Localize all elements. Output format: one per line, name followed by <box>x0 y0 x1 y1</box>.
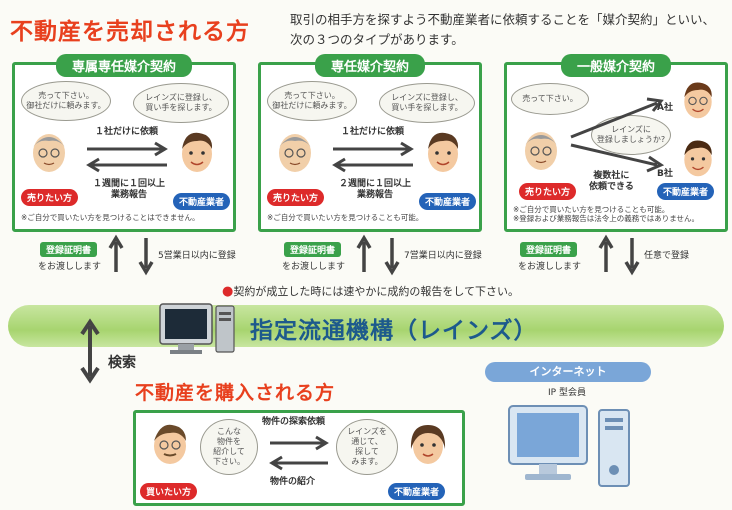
card-note: ※ご自分で買いたい方を見つけることも可能。 ※登録および業務報告は法令上の義務で… <box>513 205 700 223</box>
buy-card: こんな 物件を 紹介して 下さい。 物件の探索依頼 物件の紹介 レインズを 通じ… <box>133 410 465 506</box>
elderly-seller-icon <box>33 134 65 172</box>
buyer-tag: 買いたい方 <box>140 483 198 500</box>
registration-deadline-text: 7営業日以内に登録 <box>404 251 482 261</box>
page-title: 不動産を売却される方 <box>10 19 250 45</box>
card-title: 専任媒介契約 <box>314 54 426 77</box>
agent-tag: 不動産業者 <box>388 483 446 500</box>
contract-report-text: 契約が成立した時には速やかに成約の報告をして下さい。 <box>233 285 520 298</box>
card-title: 専属専任媒介契約 <box>55 54 193 77</box>
agent-a-icon <box>684 82 712 119</box>
card-note: ※ご自分で買いたい方を見つけることも可能。 <box>267 213 424 222</box>
seller-speech-bubble: 売って下さい。 御社だけに頼みます。 <box>21 81 111 121</box>
contract-report-note: ●契約が成立した時には速やかに成約の報告をして下さい。 <box>222 283 519 299</box>
computer-icon <box>159 303 235 354</box>
agent-man-icon <box>428 132 459 172</box>
agent-speech-bubble: レインズに 登録しましょうか? <box>591 115 671 155</box>
agent-b-icon <box>684 140 712 177</box>
reins-label: 指定流通機構（レインズ） <box>250 318 538 344</box>
search-double-arrow-icon <box>80 318 100 384</box>
intro-text: 取引の相手方を探すよう不動産業者に依頼することを「媒介契約」といい、次の３つのタ… <box>290 12 716 47</box>
seller-speech-bubble: 売って下さい。 <box>511 83 589 115</box>
agent-tag: 不動産業者 <box>173 193 231 210</box>
registration-certificate-badge: 登録証明書 <box>40 242 98 257</box>
seller-tag: 売りたい方 <box>21 189 79 206</box>
elderly-seller-icon <box>525 132 557 170</box>
agent-tag: 不動産業者 <box>419 193 477 210</box>
elderly-seller-icon <box>279 134 311 172</box>
registration-handover-text: をお渡しします <box>282 262 346 272</box>
exchange-arrows-icon <box>269 435 329 471</box>
red-dot-icon: ● <box>222 284 234 299</box>
multi-company-label: 複数社に 依頼できる <box>589 171 634 192</box>
agent-woman-icon <box>410 425 446 464</box>
registration-handover-text: をお渡しします <box>518 262 582 272</box>
seller-speech-bubble: 売って下さい。 御社だけに頼みます。 <box>267 81 357 121</box>
reins-band <box>8 305 724 347</box>
card-title: 一般媒介契約 <box>560 54 672 77</box>
desktop-computer-icon <box>508 405 630 487</box>
arrow-label-search-request: 物件の探索依頼 <box>262 417 326 427</box>
agent-speech-bubble: レインズに登録し、 買い手を探します。 <box>133 83 229 123</box>
registration-deadline-text: 任意で登録 <box>644 251 690 261</box>
exchange-arrows-icon <box>86 141 168 173</box>
card-note: ※ご自分で買いたい方を見つけることはできません。 <box>21 213 200 222</box>
company-b-label: B社 <box>657 169 673 179</box>
buy-section-title: 不動産を購入される方 <box>135 382 336 404</box>
agent-speech-bubble: レインズに登録し、 買い手を探します。 <box>379 83 475 123</box>
registration-handover-text: をお渡しします <box>38 262 102 272</box>
arrow-label-report: ２週間に１回以上 業務報告 <box>339 179 412 200</box>
seller-tag: 売りたい方 <box>267 189 325 206</box>
branch-arrows-icon <box>570 97 665 173</box>
agent-man-icon <box>182 132 213 172</box>
agent-speech-bubble: レインズを 通じて、 探して みます。 <box>336 419 398 475</box>
seller-tag: 売りたい方 <box>519 183 577 200</box>
arrow-label-report: １週間に１回以上 業務報告 <box>93 179 166 200</box>
ip-member-label: IP 型会員 <box>548 388 586 398</box>
exchange-arrows-icon <box>332 141 414 173</box>
registration-deadline-text: 5営業日以内に登録 <box>158 251 236 261</box>
agent-tag: 不動産業者 <box>657 183 715 200</box>
registration-certificate-badge: 登録証明書 <box>284 242 342 257</box>
company-a-label: A社 <box>657 103 673 113</box>
card-general: 一般媒介契約 売って下さい。 レインズに 登録しましょうか? A社 B社 複数社… <box>504 54 728 232</box>
registration-arrows-icon <box>108 234 640 276</box>
search-label: 検索 <box>108 355 136 371</box>
buyer-speech-bubble: こんな 物件を 紹介して 下さい。 <box>200 419 258 475</box>
buyer-man-icon <box>154 424 186 464</box>
registration-certificate-badge: 登録証明書 <box>520 242 578 257</box>
internet-header: インターネット <box>485 362 651 382</box>
arrow-label-request: １社だけに依頼 <box>95 127 159 137</box>
card-dedicated: 専任媒介契約 売って下さい。 御社だけに頼みます。 レインズに登録し、 買い手を… <box>258 54 482 232</box>
card-exclusive-dedicated: 専属専任媒介契約 売って下さい。 御社だけに頼みます。 レインズに登録し、 買い… <box>12 54 236 232</box>
arrow-label-introduction: 物件の紹介 <box>270 477 316 487</box>
arrow-label-request: １社だけに依頼 <box>341 127 405 137</box>
